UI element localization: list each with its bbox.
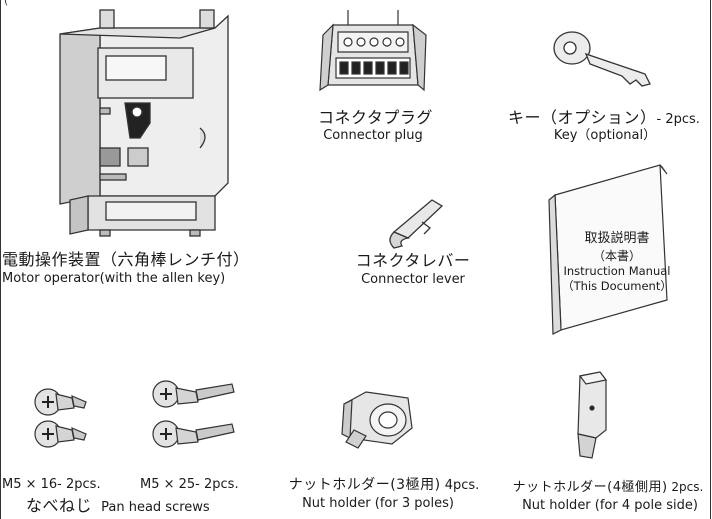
screws-label-en: Pan head screws [101,500,210,515]
key-illustration [553,31,651,87]
connector-lever-label-jp: コネクタレバー [355,251,471,270]
screws-label-row: なべねじ Pan head screws [2,496,272,516]
nut-holder-4-qty: 2pcs. [667,480,704,494]
key-label-jp-row: キー（オプション）- 2pcs. [508,108,712,128]
screws-m5x16-illustration [34,388,87,448]
connector-plug-label-en: Connector plug [323,128,423,143]
nut-holder-3-qty: 4pcs. [440,478,480,493]
manual-title-en: Instruction Manual [563,263,671,278]
screws-m5x25-illustration [152,380,235,448]
connector-lever-label-en: Connector lever [361,272,465,287]
key-label-jp: キー（オプション） [508,108,657,127]
screw-m5x16-label: M5 × 16- 2pcs. [2,477,101,492]
manual-illustration [548,164,668,335]
screw-m5x25-label: M5 × 25- 2pcs. [140,477,239,492]
connector-plug-illustration [319,10,427,92]
nut-holder-4-label-jp: ナットホルダー(4極側用) [512,480,668,495]
motor-operator-illustration [59,9,229,237]
manual-title-jp: 取扱説明書 [584,231,650,246]
frame-right-border [710,0,711,519]
manual-subtitle-en: （This Document） [562,279,672,294]
motor-operator-label-jp: 電動操作装置（六角棒レンチ付） [2,250,250,269]
nut-holder-4-illustration [577,371,608,459]
frame-left-border [0,0,1,519]
connector-lever-illustration [389,199,444,249]
manual-subtitle-jp: （本書） [592,248,641,263]
nut-holder-3-illustration [341,391,413,449]
screws-label-jp: なべねじ [26,496,93,515]
nut-holder-3-label-row: ナットホルダー(3極用) 4pcs. [268,475,500,494]
key-label-en: Key（optional） [553,128,657,143]
key-qty: - 2pcs. [656,112,700,127]
manual-text: 取扱説明書 （本書） Instruction Manual （This Docu… [557,230,677,295]
header-clip: ( [4,0,9,7]
motor-operator-label-en: Motor operator(with the allen key) [2,271,226,286]
nut-holder-4-label-row: ナットホルダー(4極側用) 2pcs. [504,477,712,496]
nut-holder-3-label-en: Nut holder (for 3 poles) [302,496,454,511]
nut-holder-3-label-jp: ナットホルダー(3極用) [288,477,441,493]
nut-holder-4-label-en: Nut holder (for 4 pole side) [522,498,698,513]
connector-plug-label-jp: コネクタプラグ [318,108,433,127]
